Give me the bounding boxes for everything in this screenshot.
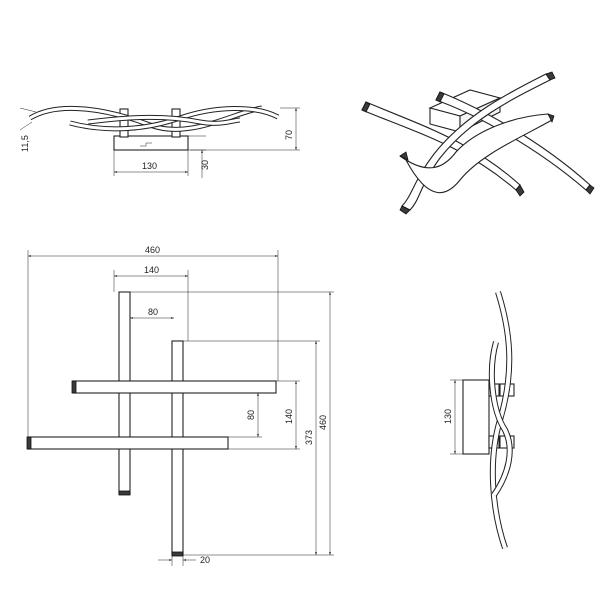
dim-label-70: 70 bbox=[284, 130, 294, 140]
dim-label-80-top: 80 bbox=[148, 307, 158, 317]
dim-label-460-height: 460 bbox=[318, 415, 328, 430]
side-stem-right bbox=[171, 108, 181, 138]
side-view: 11,5 70 30 130 bbox=[19, 105, 300, 178]
side-stem-left bbox=[119, 108, 129, 138]
dim-label-11-5: 11,5 bbox=[20, 135, 30, 152]
top-bar-horizontal-top bbox=[72, 380, 277, 394]
dim-label-130-end: 130 bbox=[443, 409, 453, 424]
top-view: 460 140 80 80 140 373 460 20 bbox=[26, 245, 334, 566]
dim-label-460-width: 460 bbox=[145, 245, 160, 255]
dim-label-140-vertical: 140 bbox=[284, 409, 294, 424]
iso-bar-4 bbox=[399, 113, 553, 194]
dim-label-80-vertical: 80 bbox=[246, 410, 256, 420]
isometric-view bbox=[361, 71, 595, 215]
dim-label-373: 373 bbox=[304, 430, 314, 445]
dim-line-11-5 bbox=[19, 107, 37, 113]
dim-label-140-top: 140 bbox=[144, 265, 159, 275]
top-bar-horizontal-bottom bbox=[27, 436, 229, 450]
dim-label-20: 20 bbox=[200, 555, 210, 565]
dim-label-30: 30 bbox=[200, 160, 210, 170]
canopy-symbol bbox=[140, 142, 152, 147]
dim-label-130-side: 130 bbox=[142, 161, 157, 171]
end-canopy bbox=[462, 379, 490, 455]
end-view: 130 bbox=[443, 291, 515, 549]
